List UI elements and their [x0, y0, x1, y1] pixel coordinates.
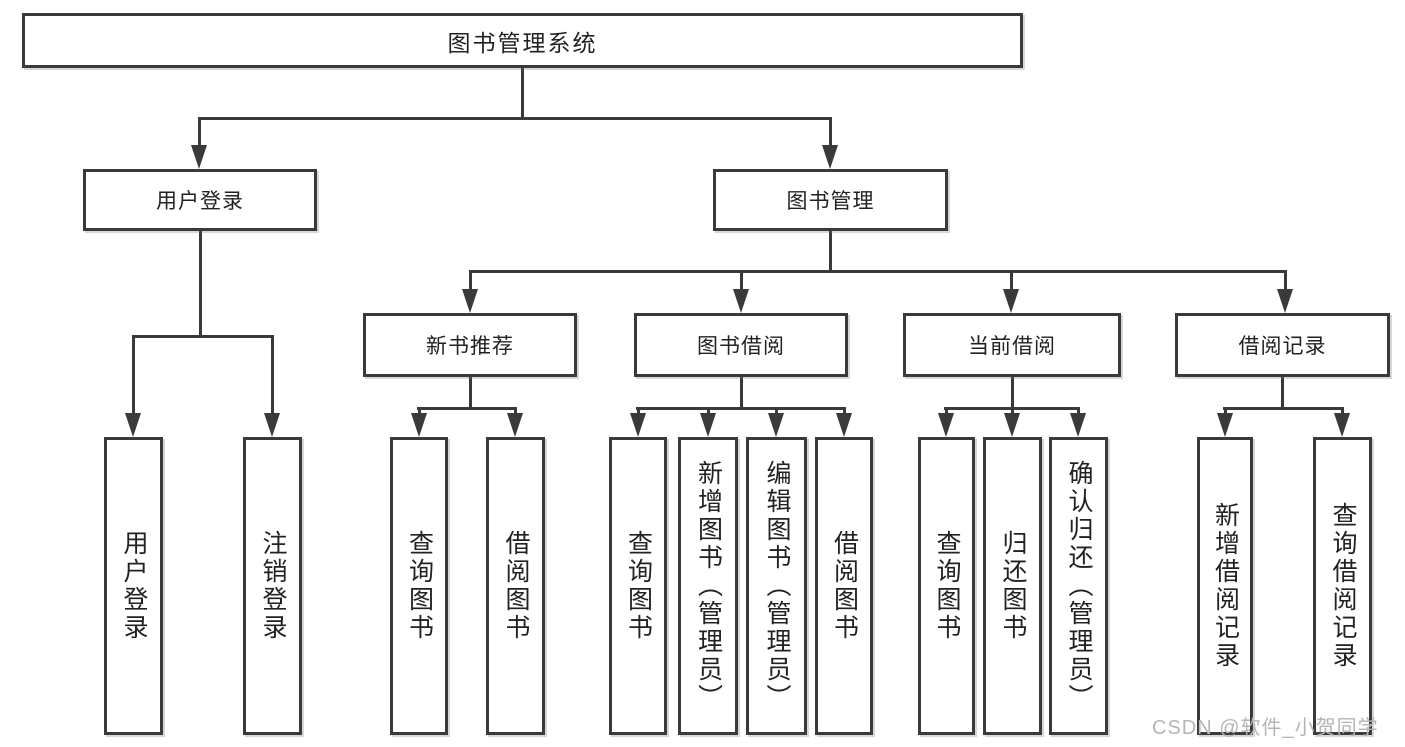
connector-level2-rail — [198, 117, 831, 120]
connector-stem — [1341, 407, 1344, 415]
node-label: 借阅记录 — [1238, 335, 1327, 358]
connector-stem — [945, 407, 948, 415]
connector-stem — [740, 377, 743, 409]
node-label: 图书借阅 — [697, 335, 785, 358]
arrow-down-icon — [125, 413, 141, 437]
node-label: 用户登录 — [156, 190, 244, 213]
arrow-down-icon — [1334, 413, 1350, 437]
node-label: 确认归还（管理员） — [1065, 460, 1093, 712]
node-leaf-user-login: 用户登录 — [104, 437, 163, 735]
arrow-down-icon — [1004, 413, 1020, 437]
arrow-down-icon — [733, 289, 749, 313]
connector-rail — [1223, 407, 1343, 410]
node-label: 查询图书 — [405, 530, 434, 642]
arrow-down-icon — [264, 413, 280, 437]
node-label: 注销登录 — [259, 530, 287, 642]
node-current-query-books: 查询图书 — [918, 437, 975, 735]
connector-stem — [418, 407, 421, 415]
node-add-borrow-record: 新增借阅记录 — [1197, 437, 1253, 735]
connector-stem — [740, 270, 743, 291]
node-query-borrow-record: 查询借阅记录 — [1313, 437, 1372, 735]
arrow-down-icon — [1277, 289, 1293, 313]
node-label: 用户登录 — [120, 530, 148, 642]
connector-stem — [707, 407, 710, 415]
node-new-book-recommend: 新书推荐 — [363, 313, 577, 377]
node-book-management: 图书管理 — [713, 169, 948, 231]
watermark: CSDN @软件_小贺同学 — [1152, 717, 1379, 739]
connector-stem — [829, 231, 832, 272]
arrow-down-icon — [836, 413, 852, 437]
arrow-down-icon — [822, 145, 838, 169]
arrow-down-icon — [191, 145, 207, 169]
connector-stem — [843, 407, 846, 415]
connector-stem — [1284, 270, 1287, 291]
arrow-down-icon — [1217, 413, 1233, 437]
node-label: 编辑图书（管理员） — [763, 460, 791, 712]
connector-stem — [199, 231, 202, 337]
connector-stem — [1011, 407, 1014, 415]
node-return-books: 归还图书 — [983, 437, 1042, 735]
node-leaf-logout: 注销登录 — [243, 437, 302, 735]
connector-root-stem — [521, 68, 524, 118]
node-root: 图书管理系统 — [22, 13, 1023, 68]
connector-rail — [636, 407, 845, 410]
connector-stem — [1077, 407, 1080, 415]
connector-stem — [1224, 407, 1227, 415]
node-borrow-query-books: 查询图书 — [609, 437, 667, 735]
node-label: 归还图书 — [999, 530, 1027, 642]
node-label: 借阅图书 — [830, 530, 859, 642]
node-label: 查询图书 — [933, 530, 961, 642]
node-borrow-records: 借阅记录 — [1175, 313, 1390, 377]
node-recommend-borrow-books: 借阅图书 — [486, 437, 545, 735]
node-label: 新增借阅记录 — [1211, 502, 1240, 670]
node-label: 查询借阅记录 — [1329, 502, 1357, 670]
arrow-down-icon — [1070, 413, 1086, 437]
connector-stem — [829, 117, 832, 147]
node-add-books-admin: 新增图书（管理员） — [678, 437, 738, 735]
connector-stem — [198, 117, 201, 147]
node-label: 当前借阅 — [968, 335, 1056, 358]
arrow-down-icon — [411, 413, 427, 437]
arrow-down-icon — [507, 413, 523, 437]
node-label: 新增图书（管理员） — [694, 460, 723, 712]
arrow-down-icon — [700, 413, 716, 437]
arrow-down-icon — [768, 413, 784, 437]
connector-stem — [469, 377, 472, 409]
connector-stem — [775, 407, 778, 415]
connector-stem — [1011, 377, 1014, 409]
connector-stem — [271, 335, 274, 415]
node-book-borrow: 图书借阅 — [634, 313, 848, 377]
node-label: 图书管理系统 — [447, 29, 598, 56]
node-edit-books-admin: 编辑图书（管理员） — [746, 437, 807, 735]
node-label: 新书推荐 — [426, 335, 514, 358]
connector-stem — [637, 407, 640, 415]
node-label: 图书管理 — [786, 190, 875, 213]
connector-stem — [1010, 270, 1013, 291]
arrow-down-icon — [630, 413, 646, 437]
node-label: 借阅图书 — [502, 530, 530, 642]
connector-stem — [1281, 377, 1284, 409]
connector-rail — [417, 407, 516, 410]
node-current-borrow: 当前借阅 — [903, 313, 1121, 377]
connector-rail — [132, 335, 274, 338]
node-confirm-return-admin: 确认归还（管理员） — [1049, 437, 1108, 735]
node-borrow-borrow-books: 借阅图书 — [815, 437, 873, 735]
arrow-down-icon — [1003, 289, 1019, 313]
node-recommend-query-books: 查询图书 — [390, 437, 448, 735]
arrow-down-icon — [938, 413, 954, 437]
connector-level3-rail — [469, 270, 1287, 273]
connector-stem — [469, 270, 472, 291]
connector-stem — [514, 407, 517, 415]
node-user-login: 用户登录 — [83, 169, 317, 231]
node-label: 查询图书 — [624, 530, 653, 642]
arrow-down-icon — [462, 289, 478, 313]
connector-stem — [132, 335, 135, 415]
